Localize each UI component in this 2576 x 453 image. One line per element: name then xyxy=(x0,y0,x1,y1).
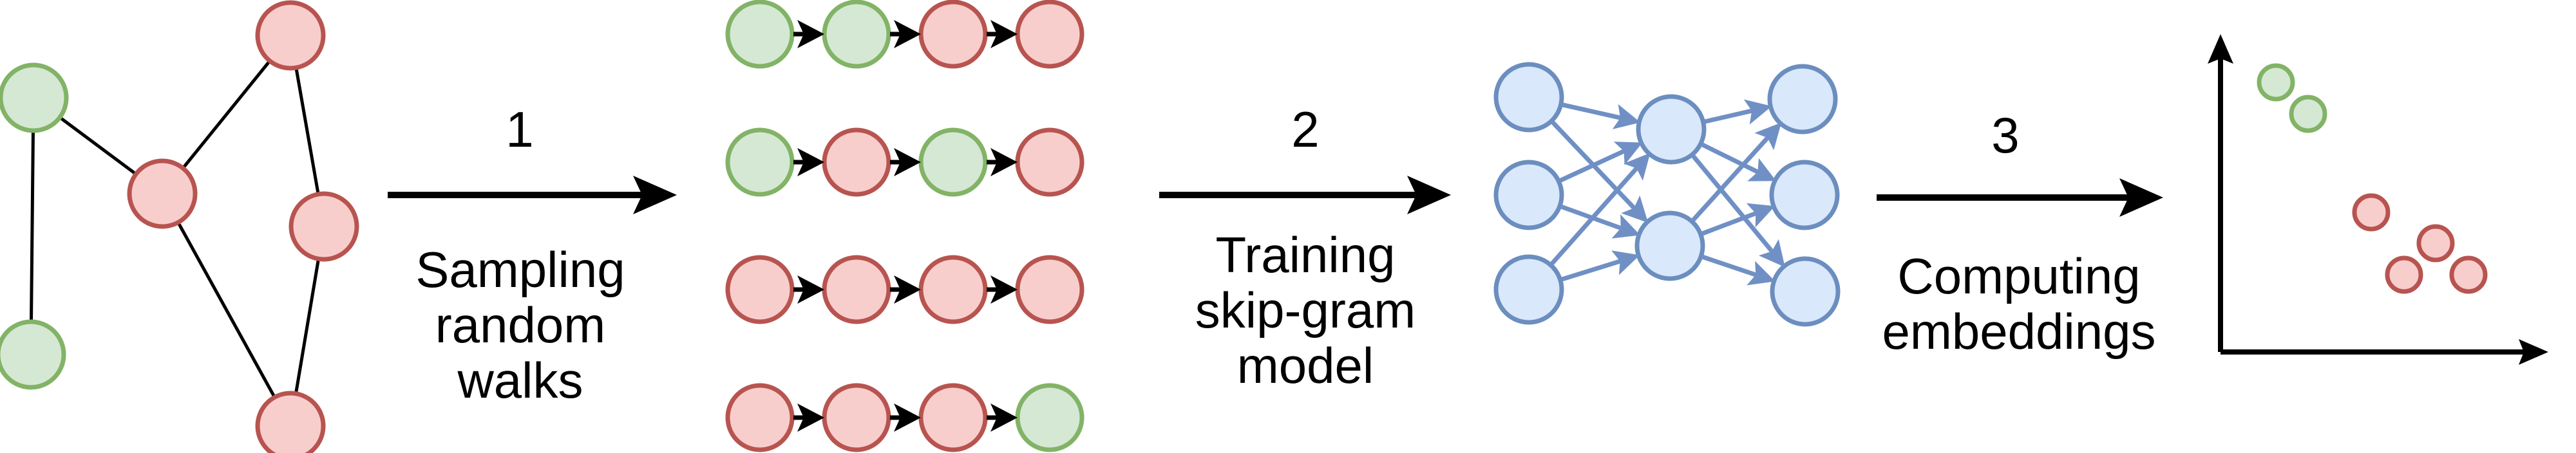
network-output-node xyxy=(1770,256,1841,327)
network-output-node xyxy=(1767,64,1838,134)
walk-node-red xyxy=(1015,255,1084,324)
graph-edge xyxy=(160,192,292,427)
embedding-point-red xyxy=(2352,193,2391,232)
step-1-label-line: random xyxy=(435,297,605,353)
walk-step-arrow xyxy=(894,275,921,304)
walk-node-red xyxy=(1015,127,1084,197)
walk-node-red xyxy=(725,255,795,324)
embedding-point-red xyxy=(2385,255,2423,294)
step-1-arrow xyxy=(633,176,677,214)
network-input-node xyxy=(1493,160,1564,230)
plot-y-axis xyxy=(2208,34,2233,64)
walk-step-arrow xyxy=(894,20,921,48)
graph-node-green xyxy=(0,319,66,390)
walk-node-red xyxy=(822,383,891,452)
walk-step-arrow xyxy=(797,20,824,48)
graph-node-red xyxy=(255,0,326,71)
walk-node-red xyxy=(918,255,988,324)
network-connection-arrow xyxy=(1621,195,1649,223)
walk-node-red xyxy=(822,255,891,324)
walk-node-red xyxy=(725,383,795,452)
walk-step-arrow xyxy=(990,20,1018,48)
network-connection-arrow xyxy=(1743,99,1772,125)
network-connection-arrow xyxy=(1690,136,1770,223)
network-connection-arrow xyxy=(1747,158,1776,181)
embedding-plot xyxy=(2208,34,2548,365)
network-connection-arrow xyxy=(1691,154,1774,253)
network-connection-arrow xyxy=(1701,254,1757,277)
walk-step-arrow xyxy=(990,403,1018,432)
network-output-node xyxy=(1769,160,1840,230)
input-graph xyxy=(0,0,359,453)
walk-node-red xyxy=(1015,0,1084,69)
step-3-number: 3 xyxy=(1991,107,2019,163)
graph-node-red xyxy=(127,158,198,229)
network-connection-arrow xyxy=(1612,104,1641,129)
step-2-label-line: skip-gram xyxy=(1195,282,1416,338)
graph-node-green xyxy=(0,62,69,133)
step-arrows xyxy=(388,176,2163,217)
network-connection-arrow xyxy=(1611,250,1640,275)
step-3-arrow xyxy=(2119,178,2163,217)
walk-step-arrow xyxy=(990,275,1018,304)
plot-x-axis xyxy=(2519,339,2548,365)
network-connection-arrow xyxy=(1624,153,1651,181)
walk-step-arrow xyxy=(797,275,824,304)
skip-gram-network xyxy=(1493,62,1841,327)
walk-node-green xyxy=(822,0,891,69)
network-connection-arrow xyxy=(1747,261,1776,286)
step-3-label-line: Computing xyxy=(1897,248,2140,304)
step-2-number: 2 xyxy=(1291,101,1319,158)
walk-node-green xyxy=(725,127,795,197)
embedding-point-red xyxy=(2416,224,2455,263)
step-3-label-line: embeddings xyxy=(1882,303,2156,360)
network-connection-arrow xyxy=(1746,203,1776,228)
walk-node-green xyxy=(1015,383,1084,452)
embedding-point-green xyxy=(2289,95,2327,133)
walk-node-green xyxy=(918,127,988,197)
step-2-label-line: Training xyxy=(1216,226,1396,283)
walk-step-arrow xyxy=(797,403,824,432)
embedding-point-green xyxy=(2257,63,2295,102)
network-connection-arrow xyxy=(1549,167,1638,266)
step-1-number: 1 xyxy=(506,101,533,158)
graph-node-red xyxy=(289,191,359,262)
step-1-label-line: walks xyxy=(457,352,583,409)
walk-node-red xyxy=(918,0,988,69)
network-hidden-node xyxy=(1636,94,1707,165)
network-connection-arrow xyxy=(1613,142,1643,165)
graph-node-red xyxy=(255,391,326,453)
step-1-label-line: Sampling xyxy=(415,241,625,298)
random-walks xyxy=(725,0,1084,452)
step-3-annotation: 3 Computing embeddings xyxy=(1882,107,2156,360)
network-connection-arrow xyxy=(1561,102,1621,120)
network-connection-arrow xyxy=(1701,211,1757,236)
walk-node-green xyxy=(725,0,795,69)
network-connection-arrow xyxy=(1754,122,1782,151)
network-connection-arrow xyxy=(1560,259,1621,282)
network-input-node xyxy=(1493,254,1564,325)
graph-edge xyxy=(29,97,35,355)
step-2-annotation: 2 Training skip-gram model xyxy=(1195,101,1416,394)
walk-step-arrow xyxy=(797,148,824,176)
step-2-label-line: model xyxy=(1237,337,1374,394)
network-input-node xyxy=(1493,62,1564,133)
network-connection-arrow xyxy=(1558,149,1625,183)
walk-step-arrow xyxy=(894,403,921,432)
network-connection-arrow xyxy=(1700,142,1759,174)
network-connection-arrow xyxy=(1758,239,1785,268)
step-2-arrow xyxy=(1407,176,1451,214)
walk-node-red xyxy=(918,383,988,452)
network-hidden-node xyxy=(1634,210,1705,281)
embedding-point-red xyxy=(2449,255,2488,294)
network-connection-arrow xyxy=(1611,214,1640,239)
step-1-annotation: 1 Sampling random walks xyxy=(415,101,625,409)
walk-node-red xyxy=(822,127,891,197)
network-connection-arrow xyxy=(1703,108,1752,124)
walk-step-arrow xyxy=(990,148,1018,176)
walk-step-arrow xyxy=(894,148,921,176)
